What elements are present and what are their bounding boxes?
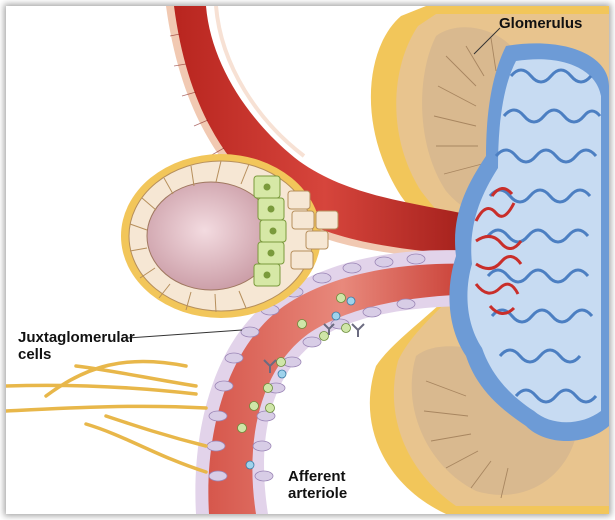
- juxtaglomerular-cells-label: Juxtaglomerular cells: [18, 329, 128, 363]
- glomerulus-label: Glomerulus: [499, 15, 582, 32]
- sympathetic-nerves: [6, 361, 206, 472]
- diagram-frame: Glomerulus Juxtaglomerular cells Afferen…: [6, 6, 609, 514]
- afferent-arteriole-label: Afferent arteriole: [288, 468, 368, 502]
- juxtaglomerular-label-line1: Juxtaglomerular: [18, 329, 128, 346]
- juxtaglomerular-apparatus-illustration: [6, 6, 609, 514]
- afferent-label-line2: arteriole: [288, 485, 368, 502]
- afferent-label-line1: Afferent: [288, 468, 368, 485]
- juxtaglomerular-label-line2: cells: [18, 346, 128, 363]
